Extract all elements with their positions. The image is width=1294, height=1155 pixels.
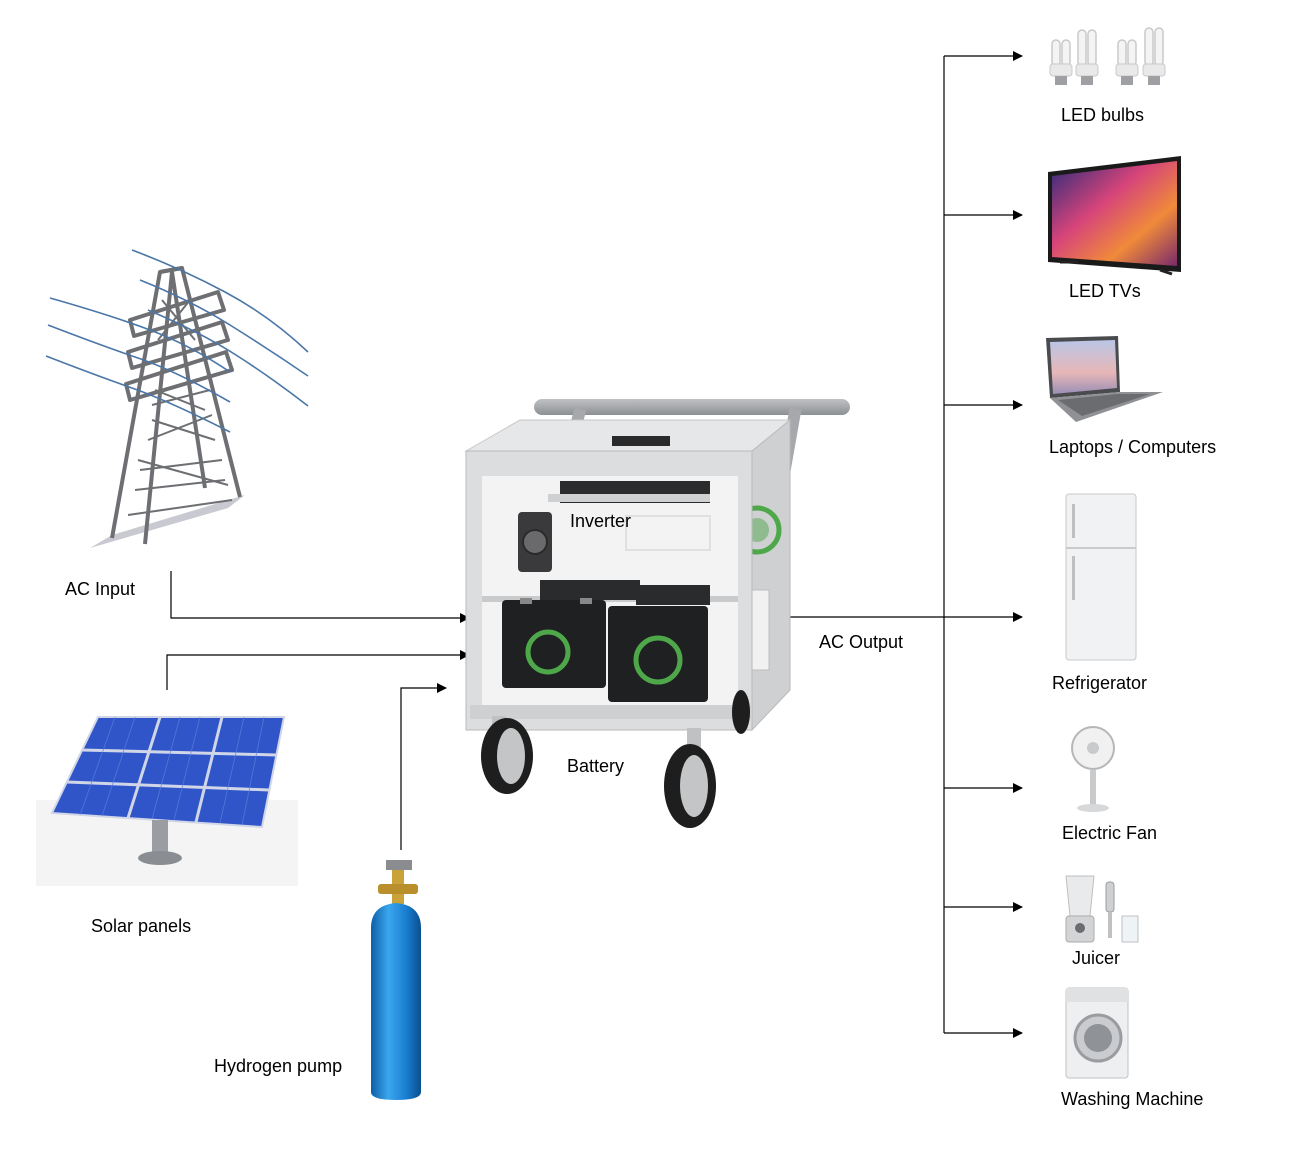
hydrogen-cylinder-icon	[371, 860, 421, 1100]
battery-pack	[502, 580, 710, 702]
solar-panel-icon	[36, 716, 298, 886]
juicer-label: Juicer	[1072, 948, 1121, 968]
hydrogen-pump-label: Hydrogen pump	[214, 1056, 343, 1076]
led-tvs-label: LED TVs	[1069, 281, 1141, 301]
inverter-label: Inverter	[570, 511, 632, 531]
wheels	[481, 690, 750, 828]
refrigerator-icon	[1065, 493, 1137, 661]
hydrogen-connector	[400, 683, 447, 850]
led-bulbs-label: LED bulbs	[1061, 105, 1145, 125]
ac-input-connector	[170, 571, 470, 623]
electric-fan-label: Electric Fan	[1062, 823, 1158, 843]
led-bulbs-icon	[1049, 27, 1166, 85]
electric-fan-icon	[1071, 726, 1115, 812]
juicer-icon	[1065, 875, 1139, 943]
solar-panels-label: Solar panels	[91, 916, 192, 936]
solar-connector	[166, 650, 470, 690]
refrigerator-label: Refrigerator	[1052, 673, 1148, 693]
washing-machine-icon	[1065, 987, 1129, 1079]
ac-input-label: AC Input	[65, 579, 136, 599]
battery-label: Battery	[567, 756, 625, 776]
connector-lines	[166, 51, 1023, 1038]
washing-machine-label: Washing Machine	[1061, 1089, 1204, 1109]
transmission-tower-icon	[45, 249, 309, 548]
laptops-label: Laptops / Computers	[1049, 437, 1217, 457]
power-cart	[464, 399, 850, 828]
ac-output-label: AC Output	[819, 632, 904, 652]
laptop-icon	[1046, 336, 1163, 422]
led-tv-icon	[1048, 156, 1181, 276]
